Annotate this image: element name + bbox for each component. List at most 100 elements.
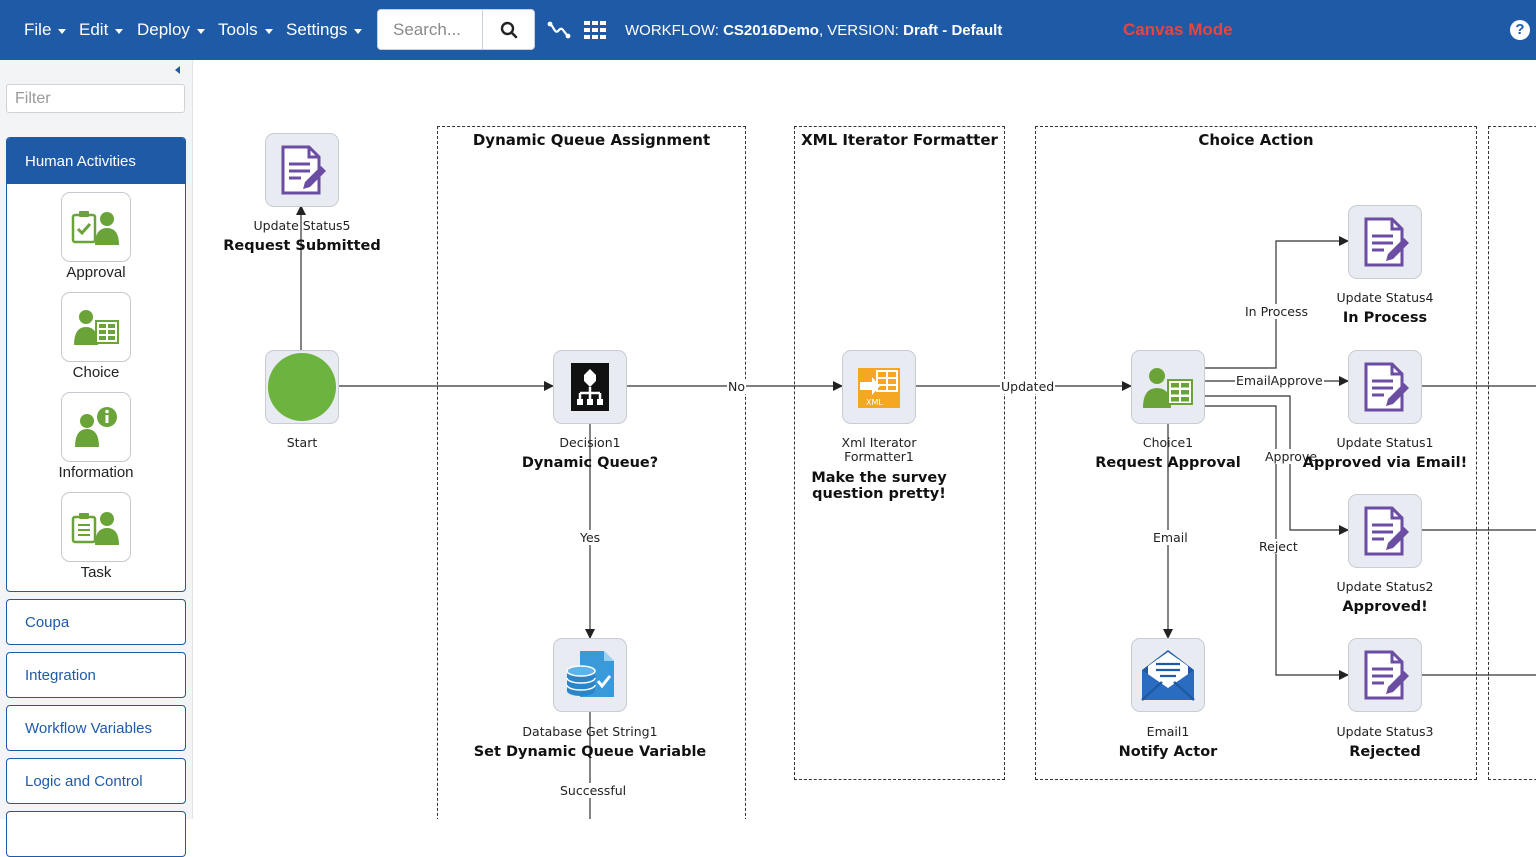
node-decision1-label: Decision1 Dynamic Queue? xyxy=(470,435,710,472)
menu-file[interactable]: File xyxy=(24,0,67,60)
lane-dynamic-queue-assignment[interactable]: Dynamic Queue Assignment xyxy=(437,126,746,819)
approval-icon xyxy=(61,192,131,262)
choice-icon xyxy=(1143,368,1193,408)
search-button[interactable] xyxy=(482,10,535,49)
document-edit-icon xyxy=(1364,506,1409,556)
activity-sidebar: Human Activities Approval Choice Informa… xyxy=(0,60,193,857)
node-name: Update Status1 xyxy=(1336,435,1434,450)
document-edit-icon xyxy=(1364,650,1409,700)
activity-approval[interactable]: Approval xyxy=(7,192,185,281)
task-icon xyxy=(61,492,131,562)
node-database-get-string1-label: Database Get String1 Set Dynamic Queue V… xyxy=(470,725,710,761)
category-coupa[interactable]: Coupa xyxy=(6,599,186,645)
help-icon[interactable]: ? xyxy=(1510,20,1530,40)
version-prefix: , VERSION: xyxy=(818,21,904,39)
node-xml-iterator-formatter1-label: Xml Iterator Formatter1 Make the survey … xyxy=(759,435,999,503)
filter-input[interactable] xyxy=(6,84,185,113)
node-update-status4-label: Update Status4 In Process xyxy=(1265,290,1505,327)
workflow-info: WORKFLOW: CS2016Demo, VERSION: Draft - D… xyxy=(625,0,1002,60)
node-choice1-label: Choice1 Request Approval xyxy=(1048,435,1288,472)
edge-label-in-process: In Process xyxy=(1244,304,1310,319)
workflow-canvas[interactable]: Dynamic Queue Assignment XML Iterator Fo… xyxy=(193,60,1536,819)
lane-title: XML Iterator Formatter xyxy=(801,131,998,149)
database-icon xyxy=(566,651,614,697)
edge-label-successful: Successful xyxy=(559,783,628,798)
lane-title: Choice Action xyxy=(1198,131,1314,149)
node-description: Rejected xyxy=(1349,744,1421,760)
node-choice1[interactable] xyxy=(1131,350,1205,424)
menu-settings-label: Settings xyxy=(286,20,348,39)
node-update-status5-label: Update Status5 Request Submitted xyxy=(193,218,422,255)
node-email1[interactable] xyxy=(1131,638,1205,712)
lane-partial[interactable] xyxy=(1488,126,1536,780)
node-description: In Process xyxy=(1342,310,1428,326)
menu-edit-label: Edit xyxy=(79,20,109,39)
node-update-status2-label: Update Status2 Approved! xyxy=(1265,579,1505,616)
document-edit-icon xyxy=(281,145,326,195)
edge-label-updated: Updated xyxy=(1000,379,1056,394)
node-start[interactable] xyxy=(265,350,339,424)
node-name: Update Status3 xyxy=(1336,724,1434,739)
edge-label-yes: Yes xyxy=(579,530,602,545)
connector-tool-icon[interactable] xyxy=(546,18,572,42)
svg-text:XML: XML xyxy=(866,398,883,407)
search-box xyxy=(377,9,535,50)
node-update-status5[interactable] xyxy=(265,133,339,207)
category-logic-and-control[interactable]: Logic and Control xyxy=(6,758,186,804)
activity-information[interactable]: Information xyxy=(7,392,185,481)
node-decision1[interactable] xyxy=(553,350,627,424)
node-update-status3[interactable] xyxy=(1348,638,1422,712)
choice-icon xyxy=(61,292,131,362)
node-xml-iterator-formatter1[interactable]: XML xyxy=(842,350,916,424)
category-more[interactable] xyxy=(6,811,186,857)
node-update-status4[interactable] xyxy=(1348,205,1422,279)
edge-label-email: Email xyxy=(1152,530,1189,545)
grid-icon[interactable] xyxy=(584,21,606,39)
document-edit-icon xyxy=(1364,362,1409,412)
category-integration[interactable]: Integration xyxy=(6,652,186,698)
node-update-status2[interactable] xyxy=(1348,494,1422,568)
activity-task[interactable]: Task xyxy=(7,492,185,581)
menu-settings[interactable]: Settings xyxy=(286,0,363,60)
activity-choice[interactable]: Choice xyxy=(7,292,185,381)
node-name: Update Status2 xyxy=(1336,579,1434,594)
menu-deploy[interactable]: Deploy xyxy=(137,0,205,60)
chevron-down-icon xyxy=(58,28,67,34)
email-icon xyxy=(1141,650,1195,701)
collapse-sidebar-icon[interactable] xyxy=(175,66,180,74)
workflow-prefix: WORKFLOW: xyxy=(625,21,724,39)
human-activities-header[interactable]: Human Activities xyxy=(7,138,185,184)
search-input[interactable] xyxy=(378,10,497,49)
edge-label-reject: Reject xyxy=(1258,539,1299,554)
node-description: Dynamic Queue? xyxy=(521,455,659,471)
node-description: Approved! xyxy=(1342,599,1428,615)
search-icon xyxy=(500,21,518,38)
chevron-down-icon xyxy=(196,28,205,34)
chevron-down-icon xyxy=(115,28,124,34)
node-update-status1[interactable] xyxy=(1348,350,1422,424)
node-name: Update Status4 xyxy=(1336,290,1434,305)
activity-task-label: Task xyxy=(80,564,112,581)
menu-tools-label: Tools xyxy=(218,20,258,39)
node-description: Set Dynamic Queue Variable xyxy=(473,744,707,760)
chevron-down-icon xyxy=(354,28,363,34)
lane-xml-iterator-formatter[interactable]: XML Iterator Formatter xyxy=(794,126,1005,780)
node-start-label: Start xyxy=(193,436,422,450)
version-value: Draft - Default xyxy=(903,21,1003,39)
category-workflow-variables[interactable]: Workflow Variables xyxy=(6,705,186,751)
menu-file-label: File xyxy=(24,20,52,39)
decision-icon xyxy=(571,363,609,411)
node-update-status3-label: Update Status3 Rejected xyxy=(1265,724,1505,761)
node-name: Choice1 xyxy=(1142,435,1194,450)
node-name: Decision1 xyxy=(559,435,621,450)
menu-tools[interactable]: Tools xyxy=(218,0,273,60)
menu-edit[interactable]: Edit xyxy=(79,0,124,60)
node-name: Start xyxy=(286,435,318,450)
top-bar: File Edit Deploy Tools Settings WORKFLOW… xyxy=(0,0,1536,60)
lane-choice-action[interactable]: Choice Action xyxy=(1035,126,1477,780)
node-name: Xml Iterator Formatter1 xyxy=(841,435,917,464)
activity-information-label: Information xyxy=(58,464,134,481)
node-database-get-string1[interactable] xyxy=(553,638,627,712)
node-name: Update Status5 xyxy=(253,218,351,233)
menu-deploy-label: Deploy xyxy=(137,20,190,39)
